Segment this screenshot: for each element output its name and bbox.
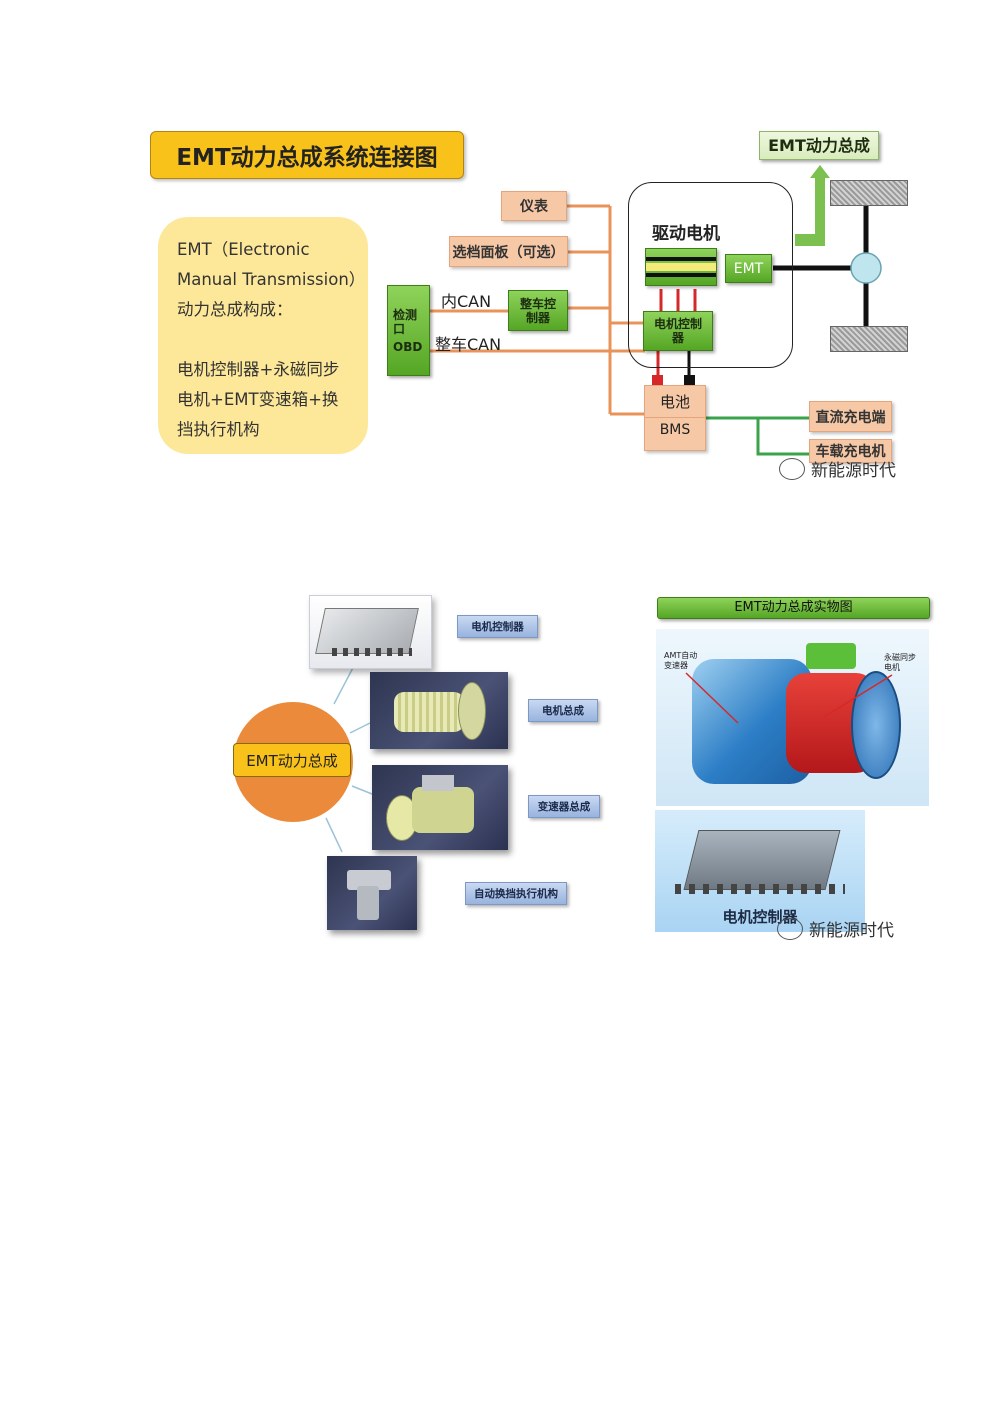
powertrain-photo: AMT自动 变速器 永磁同步 电机: [656, 629, 929, 806]
watermark-2: 新能源时代: [777, 916, 894, 941]
vcu-line: 整车控: [519, 296, 556, 311]
photo-label-left: AMT自动 变速器: [664, 651, 698, 670]
vehicle-can-label: 整车CAN: [435, 335, 502, 354]
watermark-text: 新能源时代: [809, 921, 894, 941]
controller-photo: 电机控制器: [655, 810, 865, 932]
desc-line: 电机+EMT变速箱+换: [177, 390, 339, 409]
battery-label: 电池: [659, 393, 690, 411]
instrument-box: 仪表: [501, 191, 567, 221]
diagram-title: EMT动力总成系统连接图: [150, 131, 464, 179]
photo-title: EMT动力总成实物图: [657, 597, 930, 619]
inner-can-label: 内CAN: [441, 292, 492, 311]
photo-label-right: 永磁同步 电机: [884, 653, 916, 672]
desc-line: Manual Transmission）: [177, 270, 366, 289]
component-tag: 自动换挡执行机构: [465, 882, 567, 905]
watermark-1: 新能源时代: [779, 456, 896, 481]
motor-controller-box: 电机控制 器: [643, 311, 713, 351]
hub-lines: [325, 661, 373, 853]
battery-box: 电池 BMS: [644, 385, 706, 451]
hub-label: EMT动力总成: [233, 743, 351, 777]
motor-ctrl-line: 电机控制: [653, 317, 702, 331]
bms-label: BMS: [659, 422, 691, 438]
desc-line: 挡执行机构: [177, 420, 260, 439]
component-tag: 电机控制器: [457, 615, 538, 638]
obd-line: OBD: [393, 339, 423, 354]
watermark-text: 新能源时代: [811, 461, 896, 481]
motor-enclosure: [628, 182, 793, 368]
component-tag: 电机总成: [528, 699, 598, 722]
transmission-image: [372, 765, 508, 850]
desc-line: 动力总成构成：: [177, 300, 293, 319]
vcu-box: 整车控 制器: [508, 290, 568, 331]
desc-line: 电机控制器+永磁同步: [177, 360, 340, 379]
wechat-icon: [777, 917, 803, 940]
obd-line: 检测: [393, 307, 418, 322]
emt-box: EMT: [725, 254, 772, 283]
drive-motor-graphic: [645, 248, 717, 286]
controller-image: [309, 595, 432, 669]
wheel-top: [830, 180, 908, 206]
obc-box: 车载充电机: [809, 439, 892, 463]
connection-lines: [430, 165, 882, 456]
emt-output-box: EMT动力总成: [759, 131, 879, 160]
component-tag: 变速器总成: [528, 795, 600, 818]
obd-port-box: 检测 口 OBD: [387, 285, 430, 376]
drive-motor-label: 驱动电机: [652, 224, 720, 244]
gear-panel-box: 选档面板（可选）: [449, 236, 568, 267]
motor-assembly-image: [370, 672, 508, 749]
dc-charge-box: 直流充电端: [809, 401, 892, 432]
vcu-line: 制器: [525, 310, 550, 325]
description-box: EMT（Electronic Manual Transmission） 动力总成…: [158, 217, 368, 454]
shift-actuator-image: [327, 856, 417, 930]
wheel-bottom: [830, 326, 908, 352]
obd-line: 口: [393, 321, 406, 336]
desc-line: EMT（Electronic: [177, 240, 310, 259]
motor-ctrl-line: 器: [671, 331, 684, 345]
wechat-icon: [779, 457, 805, 480]
